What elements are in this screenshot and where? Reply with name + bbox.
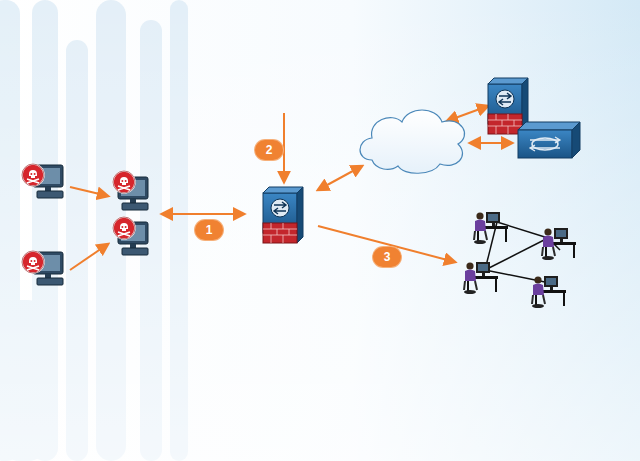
callout-number: 3 [373,247,401,267]
callout-number: 1 [195,220,223,240]
callout-number: 2 [255,140,283,160]
